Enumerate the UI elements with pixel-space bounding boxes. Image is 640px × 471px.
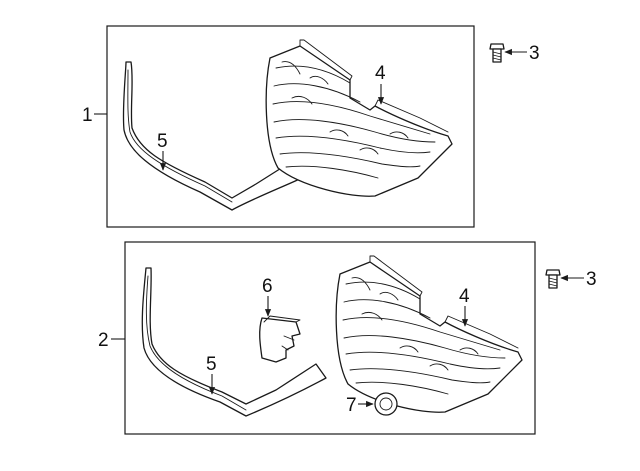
bracket-6 bbox=[259, 315, 301, 363]
molding-upper bbox=[122, 61, 303, 211]
bolt-upper bbox=[489, 43, 505, 63]
molding-lower bbox=[141, 267, 327, 417]
assembly-1-group: 1 5 4 bbox=[82, 25, 475, 228]
grille-upper-label: 4 bbox=[375, 63, 386, 84]
bracket-icon bbox=[259, 317, 301, 363]
molding-upper-label: 5 bbox=[157, 131, 168, 152]
molding-icon bbox=[141, 267, 327, 417]
bolt-icon bbox=[545, 269, 561, 289]
assembly-1-label: 1 bbox=[82, 105, 93, 126]
grille-lower-label: 4 bbox=[459, 286, 470, 307]
molding-lower-label: 5 bbox=[206, 354, 217, 375]
bracket-6-label: 6 bbox=[262, 276, 273, 297]
assembly-2-group: 2 5 6 4 7 bbox=[98, 241, 536, 435]
bolt-upper-label: 3 bbox=[529, 43, 540, 64]
assembly-2-label: 2 bbox=[98, 330, 109, 351]
emblem-ring-icon bbox=[374, 392, 398, 416]
bolt-lower bbox=[545, 269, 561, 289]
emblem-ring-label: 7 bbox=[346, 395, 357, 416]
bolt-icon bbox=[489, 43, 505, 63]
molding-icon bbox=[122, 61, 303, 211]
emblem-ring-7 bbox=[374, 392, 398, 416]
bolt-lower-label: 3 bbox=[586, 269, 597, 290]
